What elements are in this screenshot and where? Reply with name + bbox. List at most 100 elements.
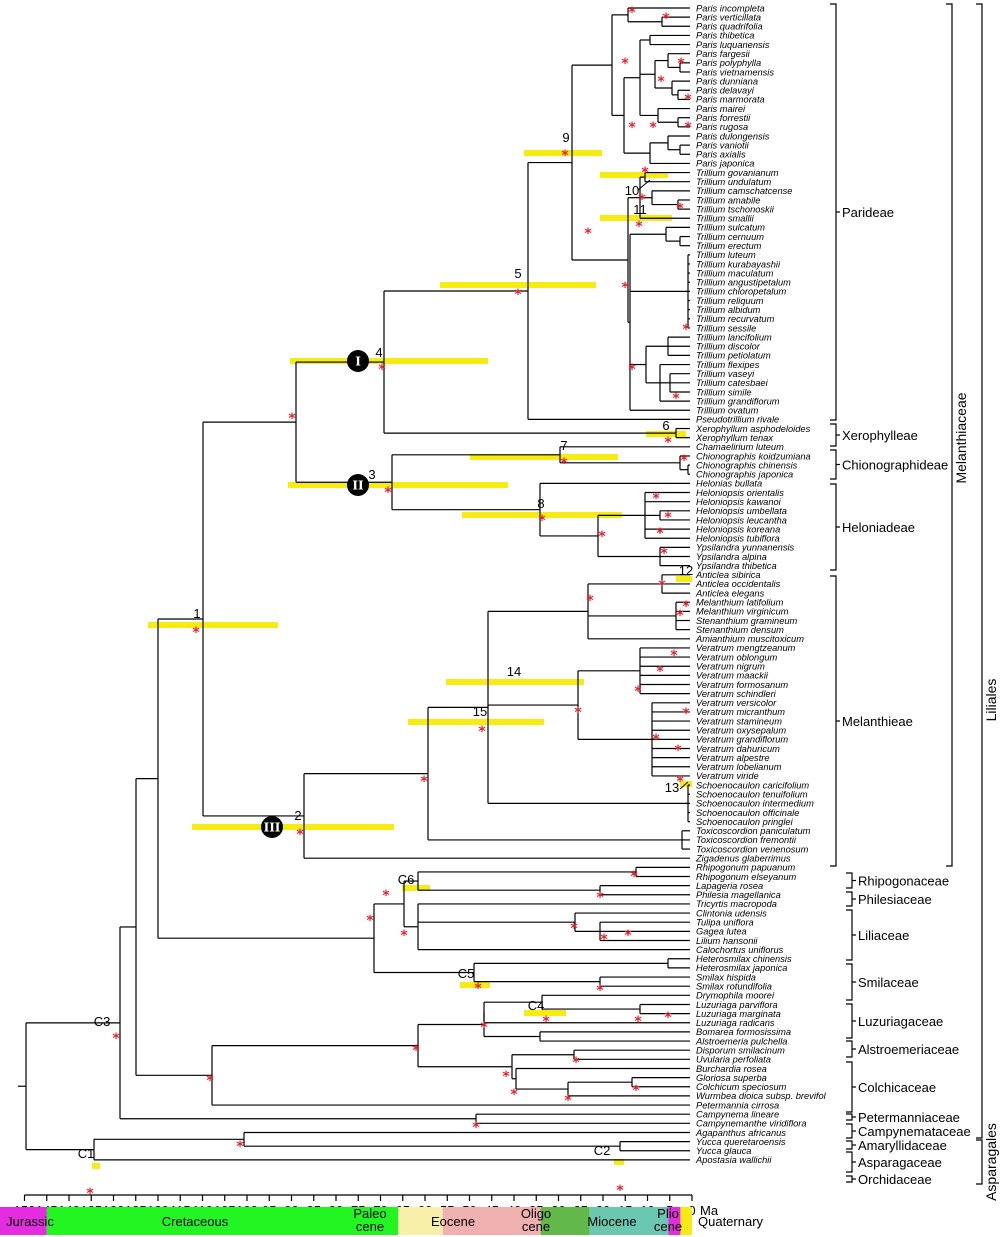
pointer-line	[679, 781, 689, 790]
tip-label: Anticlea elegans	[695, 588, 765, 598]
tip-label: Luzuriaga marginata	[696, 1009, 781, 1019]
tip-label: Trillium albidum	[696, 305, 761, 315]
tip-label: Paris incompleta	[696, 3, 765, 13]
tip-label: Trillium ovatum	[696, 406, 759, 416]
hpd-bar	[148, 622, 278, 628]
node-label: 10	[625, 183, 639, 198]
support-star: *	[192, 625, 200, 641]
tip-label: Luzuriaga parviflora	[696, 1000, 778, 1010]
tip-label: Rhipogonum elseyanum	[696, 872, 797, 882]
tip-label: Disporum smilacinum	[696, 1045, 785, 1055]
tip-label: Yucca queretaroensis	[696, 1137, 786, 1147]
tip-label: Chionographis koidzumiana	[696, 451, 811, 461]
bracket	[830, 483, 837, 571]
tip-label: Melanthium virginicum	[696, 607, 789, 617]
tip-label: Smilax rotundifolia	[696, 981, 772, 991]
node-label: C4	[528, 998, 545, 1013]
tip-label: Xerophyllum asphodeloides	[695, 424, 811, 434]
tip-label: Wurmbea dioica subsp. brevifol	[696, 1091, 827, 1101]
support-star: *	[542, 1014, 550, 1030]
support-star: *	[649, 120, 657, 136]
roman-node-marker	[347, 350, 369, 372]
tip-label: Chionographis japonica	[696, 470, 793, 480]
pointer-line	[637, 179, 651, 191]
bracket	[846, 891, 853, 907]
tip-label: Heterosmilax chinensis	[696, 954, 792, 964]
support-star: *	[502, 1069, 510, 1085]
tip-label: Veratrum oblongum	[696, 652, 778, 662]
support-star: *	[664, 1010, 672, 1026]
support-star: *	[296, 827, 304, 843]
node-label: C2	[594, 1143, 611, 1158]
support-star: *	[656, 664, 664, 680]
support-star: *	[634, 1014, 642, 1030]
tip-label: Trillium sessile	[696, 323, 756, 333]
support-star: *	[680, 453, 688, 469]
tip-label: Toxicoscordion venenosum	[696, 844, 809, 854]
tip-label: Veratrum schindleri	[696, 689, 777, 699]
support-star: *	[656, 526, 664, 542]
tip-label: Colchicum speciosum	[696, 1082, 787, 1092]
tip-label: Veratrum versicolor	[696, 698, 777, 708]
tribe-label-heloniadeae: Heloniadeae	[842, 520, 915, 535]
support-star: *	[514, 287, 522, 303]
tip-label: Schoenocaulon intermedium	[696, 799, 814, 809]
tip-label: Trillium smallii	[696, 214, 755, 224]
support-star: *	[677, 56, 685, 72]
tip-label: Burchardia rosea	[696, 1064, 767, 1074]
epoch-block	[668, 1207, 681, 1235]
tip-label: Philesia magellanica	[696, 890, 781, 900]
bracket	[846, 1123, 853, 1139]
node-label: C3	[94, 1014, 111, 1029]
tip-label: Veratrum alpestre	[696, 753, 770, 763]
hpd-bar	[440, 282, 596, 288]
epoch-block	[540, 1207, 590, 1235]
node-label: 6	[662, 418, 669, 433]
hpd-bar	[290, 358, 488, 364]
tip-label: Veratrum micranthum	[696, 707, 785, 717]
support-star: *	[584, 226, 592, 242]
tip-label: Trillium reliquum	[696, 296, 764, 306]
support-star: *	[572, 1055, 580, 1071]
tip-label: Gloriosa superba	[696, 1073, 767, 1083]
support-star: *	[616, 1183, 624, 1199]
node-label: 1	[193, 606, 200, 621]
support-star: *	[652, 491, 660, 507]
tip-label: Veratrum grandiflorum	[696, 735, 788, 745]
family-label-alstroemeriaceae: Alstroemeriaceae	[858, 1042, 959, 1057]
support-star: *	[674, 743, 682, 759]
tip-label: Veratrum mengtzeanum	[696, 643, 796, 653]
epoch-label: Miocene	[587, 1214, 636, 1229]
hpd-bar	[288, 482, 508, 488]
support-star: *	[472, 1120, 480, 1136]
tip-label: Stenanthium gramineum	[696, 616, 798, 626]
tip-label: Ypsilandra thibetica	[696, 561, 777, 571]
tip-label: Trillium petiolatum	[696, 351, 771, 361]
tip-label: Trillium tschonoskii	[696, 204, 775, 214]
family-label-orchidaceae: Orchidaceae	[858, 1172, 932, 1187]
tip-label: Veratrum stamineum	[696, 716, 782, 726]
tip-label: Chamaelirium luteum	[696, 442, 784, 452]
tip-label: Paris japonica	[696, 159, 754, 169]
tip-label: Paris mairei	[696, 104, 746, 114]
support-star: *	[420, 774, 428, 790]
tip-label: Schoenocaulon officinale	[696, 808, 799, 818]
bracket	[830, 449, 837, 480]
support-star: *	[628, 5, 636, 21]
hpd-bars	[92, 150, 692, 1169]
tip-label: Heloniopsis leucantha	[696, 515, 787, 525]
support-star: *	[412, 1043, 420, 1059]
family-label-asparagaceae: Asparagaceae	[858, 1155, 942, 1170]
tribe-label-parideae: Parideae	[842, 205, 894, 220]
support-star: *	[632, 1083, 640, 1099]
axis-unit: Ma	[700, 1203, 719, 1218]
tip-label: Paris luquanensis	[696, 40, 770, 50]
hpd-bar	[524, 1010, 566, 1016]
tip-label: Paris quadrifolia	[696, 22, 763, 32]
hpd-bar	[600, 172, 668, 178]
support-star: *	[628, 362, 636, 378]
tip-label: Trillium angustipetalum	[696, 278, 791, 288]
support-star: *	[634, 684, 642, 700]
